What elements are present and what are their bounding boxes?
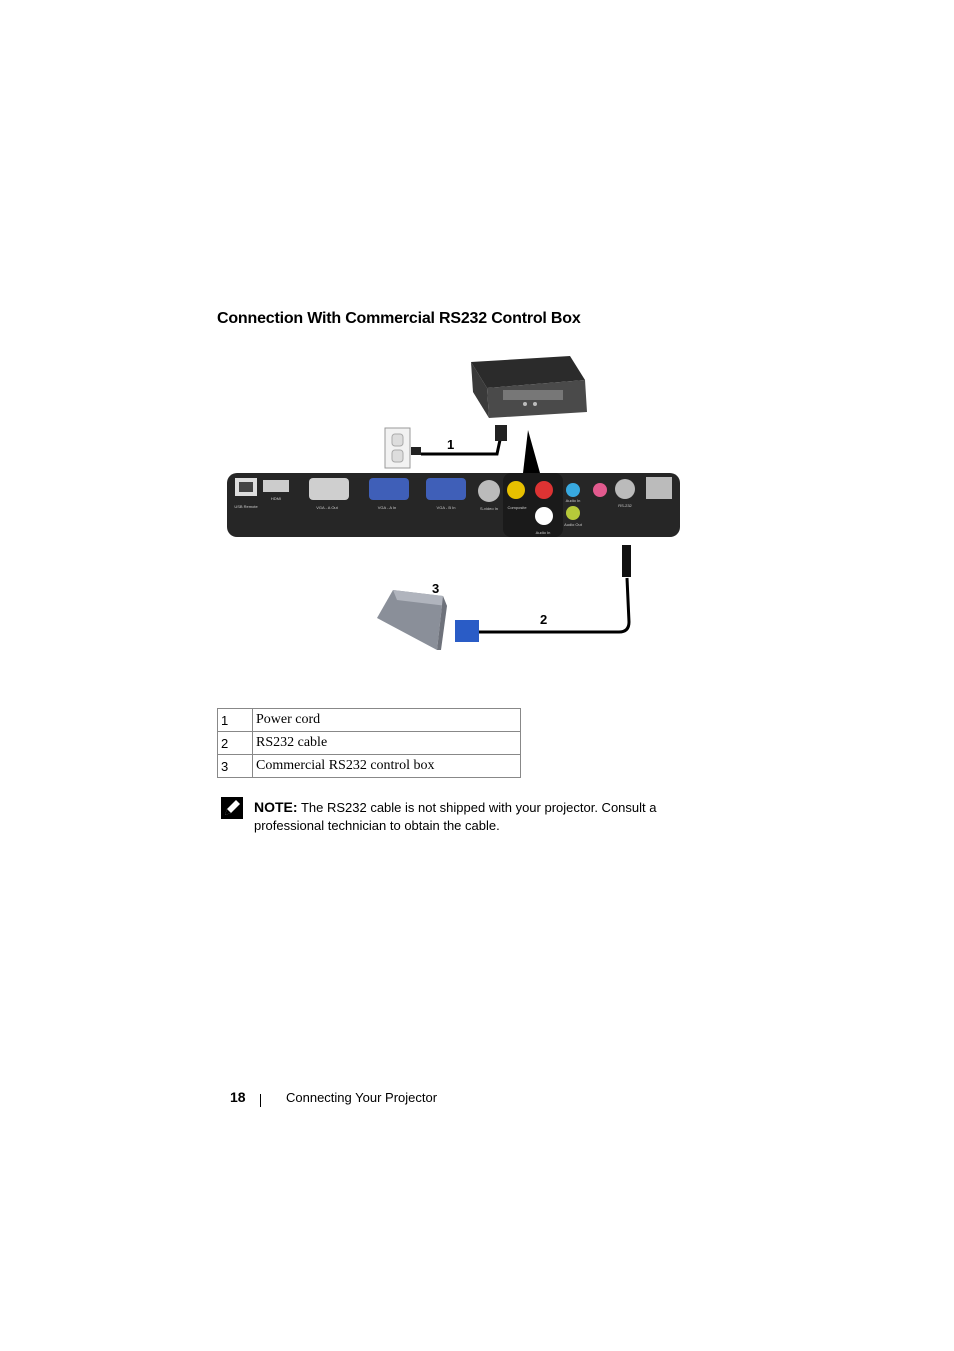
legend-number: 1 [217, 708, 253, 732]
projector-illustration [471, 356, 587, 418]
table-row: 3 Commercial RS232 control box [217, 754, 521, 778]
panel-label-audio-in-right: Audio In [566, 498, 581, 503]
panel-label-audio-out: Audio Out [564, 522, 583, 527]
legend-number: 2 [217, 731, 253, 755]
legend-label: Power cord [252, 708, 521, 732]
panel-label-usb: USB Remote [234, 504, 258, 509]
rs232-cable-illustration [455, 545, 631, 642]
panel-label-hdmi: HDMI [271, 496, 281, 501]
table-row: 2 RS232 cable [217, 731, 521, 755]
legend-number: 3 [217, 754, 253, 778]
projector-rear-panel: USB Remote HDMI VGA - A Out VGA - A In V… [227, 473, 680, 537]
panel-label-rs232: RS-232 [618, 503, 632, 508]
callout-3: 3 [432, 581, 440, 596]
panel-label-vga-out: VGA - A Out [316, 505, 338, 510]
note-body: The RS232 cable is not shipped with your… [254, 800, 657, 833]
legend-table: 1 Power cord 2 RS232 cable 3 Commercial … [217, 708, 521, 778]
note-text: NOTE: The RS232 cable is not shipped wit… [254, 798, 674, 835]
legend-label: RS232 cable [252, 731, 521, 755]
note-label: NOTE: [254, 799, 298, 815]
legend-label: Commercial RS232 control box [252, 754, 521, 778]
panel-label-audio-in-left: Audio In [536, 530, 551, 535]
table-row: 1 Power cord [217, 708, 521, 732]
panel-label-vga-b-in: VGA - B In [437, 505, 456, 510]
footer-divider [260, 1094, 261, 1107]
panel-label-vga-a-in: VGA - A In [378, 505, 396, 510]
section-heading: Connection With Commercial RS232 Control… [217, 310, 581, 327]
power-cord-illustration [411, 425, 507, 456]
panel-label-composite: Composite [507, 505, 527, 510]
diagram-illustration: USB Remote HDMI VGA - A Out VGA - A In V… [227, 356, 680, 650]
connection-diagram: USB Remote HDMI VGA - A Out VGA - A In V… [225, 350, 685, 660]
note-pencil-icon [221, 797, 243, 819]
control-box-illustration [377, 590, 447, 650]
callout-2: 2 [540, 612, 548, 627]
wall-outlet-illustration [384, 427, 411, 469]
footer-section-title: Connecting Your Projector [286, 1090, 438, 1105]
callout-1: 1 [447, 437, 455, 452]
panel-label-svideo: S-video In [480, 506, 498, 511]
page-number: 18 [230, 1089, 246, 1105]
